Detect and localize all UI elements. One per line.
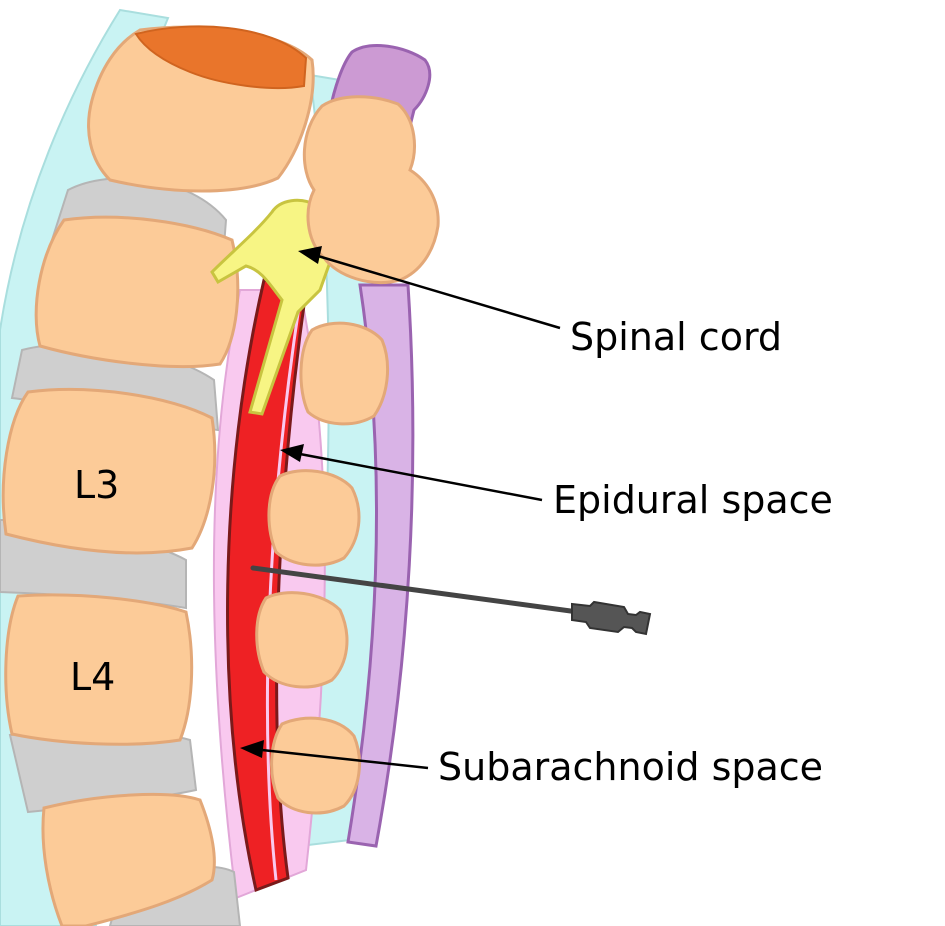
arachnoid-membrane-line [265, 299, 302, 881]
lamina-2 [267, 469, 361, 567]
epidural-needle [250, 565, 652, 636]
vertebra-bottom [41, 792, 216, 926]
lamina-3 [255, 591, 349, 689]
vertebra-l3 [1, 388, 217, 555]
label-epidural-space: Epidural space [553, 478, 833, 522]
vertebra-2 [34, 215, 240, 369]
vertebra-l4 [4, 593, 194, 746]
lamina-1 [299, 321, 390, 426]
vertebra-top-cap [134, 25, 308, 89]
arrow-epidural-space [280, 444, 543, 502]
spinous-process-top [302, 95, 440, 285]
needle-hub [571, 600, 652, 636]
label-spinal-cord: Spinal cord [570, 315, 782, 359]
ligamentum-flavum [346, 283, 415, 848]
label-vertebra-l4: L4 [70, 655, 115, 699]
lamina-4 [270, 716, 361, 815]
arrow-subarachnoid-space [240, 740, 429, 770]
needle-shaft [250, 565, 581, 615]
arrow-spinal-cord [298, 246, 561, 330]
label-vertebra-l3: L3 [74, 463, 119, 507]
label-subarachnoid-space: Subarachnoid space [438, 745, 823, 789]
